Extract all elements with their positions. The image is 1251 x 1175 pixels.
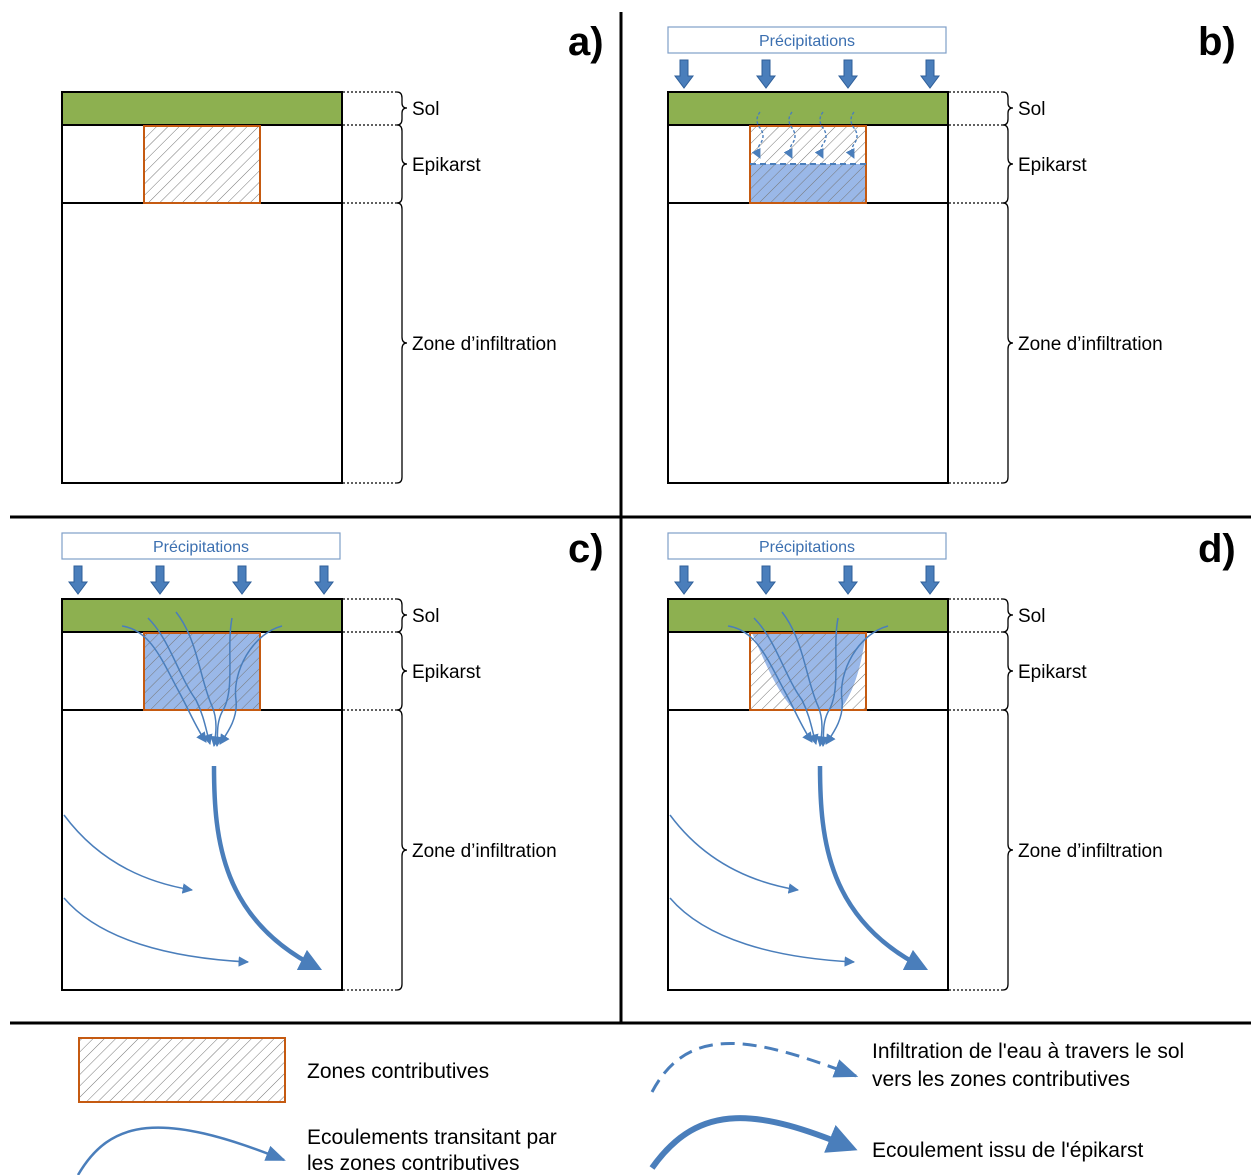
infiltration-zone-layer	[61, 709, 343, 991]
infiltration-zone-layer	[667, 709, 949, 991]
legend-contributing-zone-swatch	[78, 1037, 286, 1103]
epikarst-label: Epikarst	[1018, 155, 1087, 176]
infiltration-zone-layer	[667, 202, 949, 484]
legend-soil-infiltration-line2: vers les zones contributives	[872, 1068, 1130, 1091]
epikarst-label: Epikarst	[1018, 662, 1087, 683]
infiltration-zone-label: Zone d’infiltration	[1018, 841, 1163, 862]
legend-soil-infiltration-swatch	[650, 1042, 859, 1093]
precipitation-box	[667, 26, 947, 54]
infiltration-zone-label: Zone d’infiltration	[412, 334, 557, 355]
legend-transit-flow-line2: les zones contributives	[307, 1152, 519, 1175]
legend-epikarst-flow-swatch	[649, 1115, 858, 1170]
infiltration-zone-label: Zone d’infiltration	[1018, 334, 1163, 355]
soil-layer	[61, 91, 343, 126]
soil-layer	[61, 598, 343, 633]
layer-brackets	[343, 598, 408, 991]
layer-brackets	[343, 91, 408, 484]
soil-layer	[667, 91, 949, 126]
panel-letter: a)	[568, 20, 604, 64]
epikarst-label: Epikarst	[412, 662, 481, 683]
panel-letter: d)	[1198, 527, 1236, 571]
precipitation-label: Précipitations	[759, 539, 855, 556]
soil-layer	[667, 598, 949, 633]
soil-label: Sol	[1018, 606, 1045, 627]
rain-arrows	[674, 59, 940, 89]
legend-epikarst-flow: Ecoulement issu de l'épikarst	[872, 1139, 1143, 1162]
infiltration-zone-layer	[61, 202, 343, 484]
contributing-zone	[143, 125, 261, 204]
transit-flows	[63, 611, 283, 967]
precipitation-label: Précipitations	[759, 33, 855, 50]
soil-label: Sol	[412, 99, 439, 120]
contributing-zone	[749, 125, 867, 204]
legend-transit-flow-swatch	[76, 1126, 286, 1175]
panel-d: d) Précipitations	[667, 527, 1236, 991]
precipitation-label: Précipitations	[153, 539, 249, 556]
soil-infiltration-arrows	[751, 111, 858, 159]
rain-arrows	[674, 565, 940, 595]
contributing-zone	[749, 632, 867, 711]
panel-letter: c)	[568, 527, 604, 571]
epikarst-flow	[211, 765, 323, 971]
precipitation-box	[61, 532, 341, 560]
legend-contributing-zones: Zones contributives	[307, 1060, 489, 1083]
layer-brackets	[949, 91, 1014, 484]
soil-label: Sol	[412, 606, 439, 627]
contributing-zone	[143, 632, 261, 711]
rain-arrows	[68, 565, 334, 595]
epikarst-flow	[817, 765, 929, 971]
panel-a: a) Sol Epikarst Zone d’infiltration	[61, 20, 604, 484]
precipitation-box	[667, 532, 947, 560]
infiltration-zone-label: Zone d’infiltration	[412, 841, 557, 862]
panel-b: b) Précipitations Sol Epi	[667, 20, 1236, 484]
soil-label: Sol	[1018, 99, 1045, 120]
epikarst-label: Epikarst	[412, 155, 481, 176]
transit-flows	[669, 611, 889, 967]
panel-letter: b)	[1198, 20, 1236, 64]
legend: Zones contributives Infiltration de l'ea…	[76, 1037, 1184, 1175]
legend-transit-flow-line1: Ecoulements transitant par	[307, 1126, 557, 1149]
panel-c: c) Précipitations	[61, 527, 604, 991]
layer-brackets	[949, 598, 1014, 991]
legend-soil-infiltration-line1: Infiltration de l'eau à travers le sol	[872, 1040, 1184, 1063]
